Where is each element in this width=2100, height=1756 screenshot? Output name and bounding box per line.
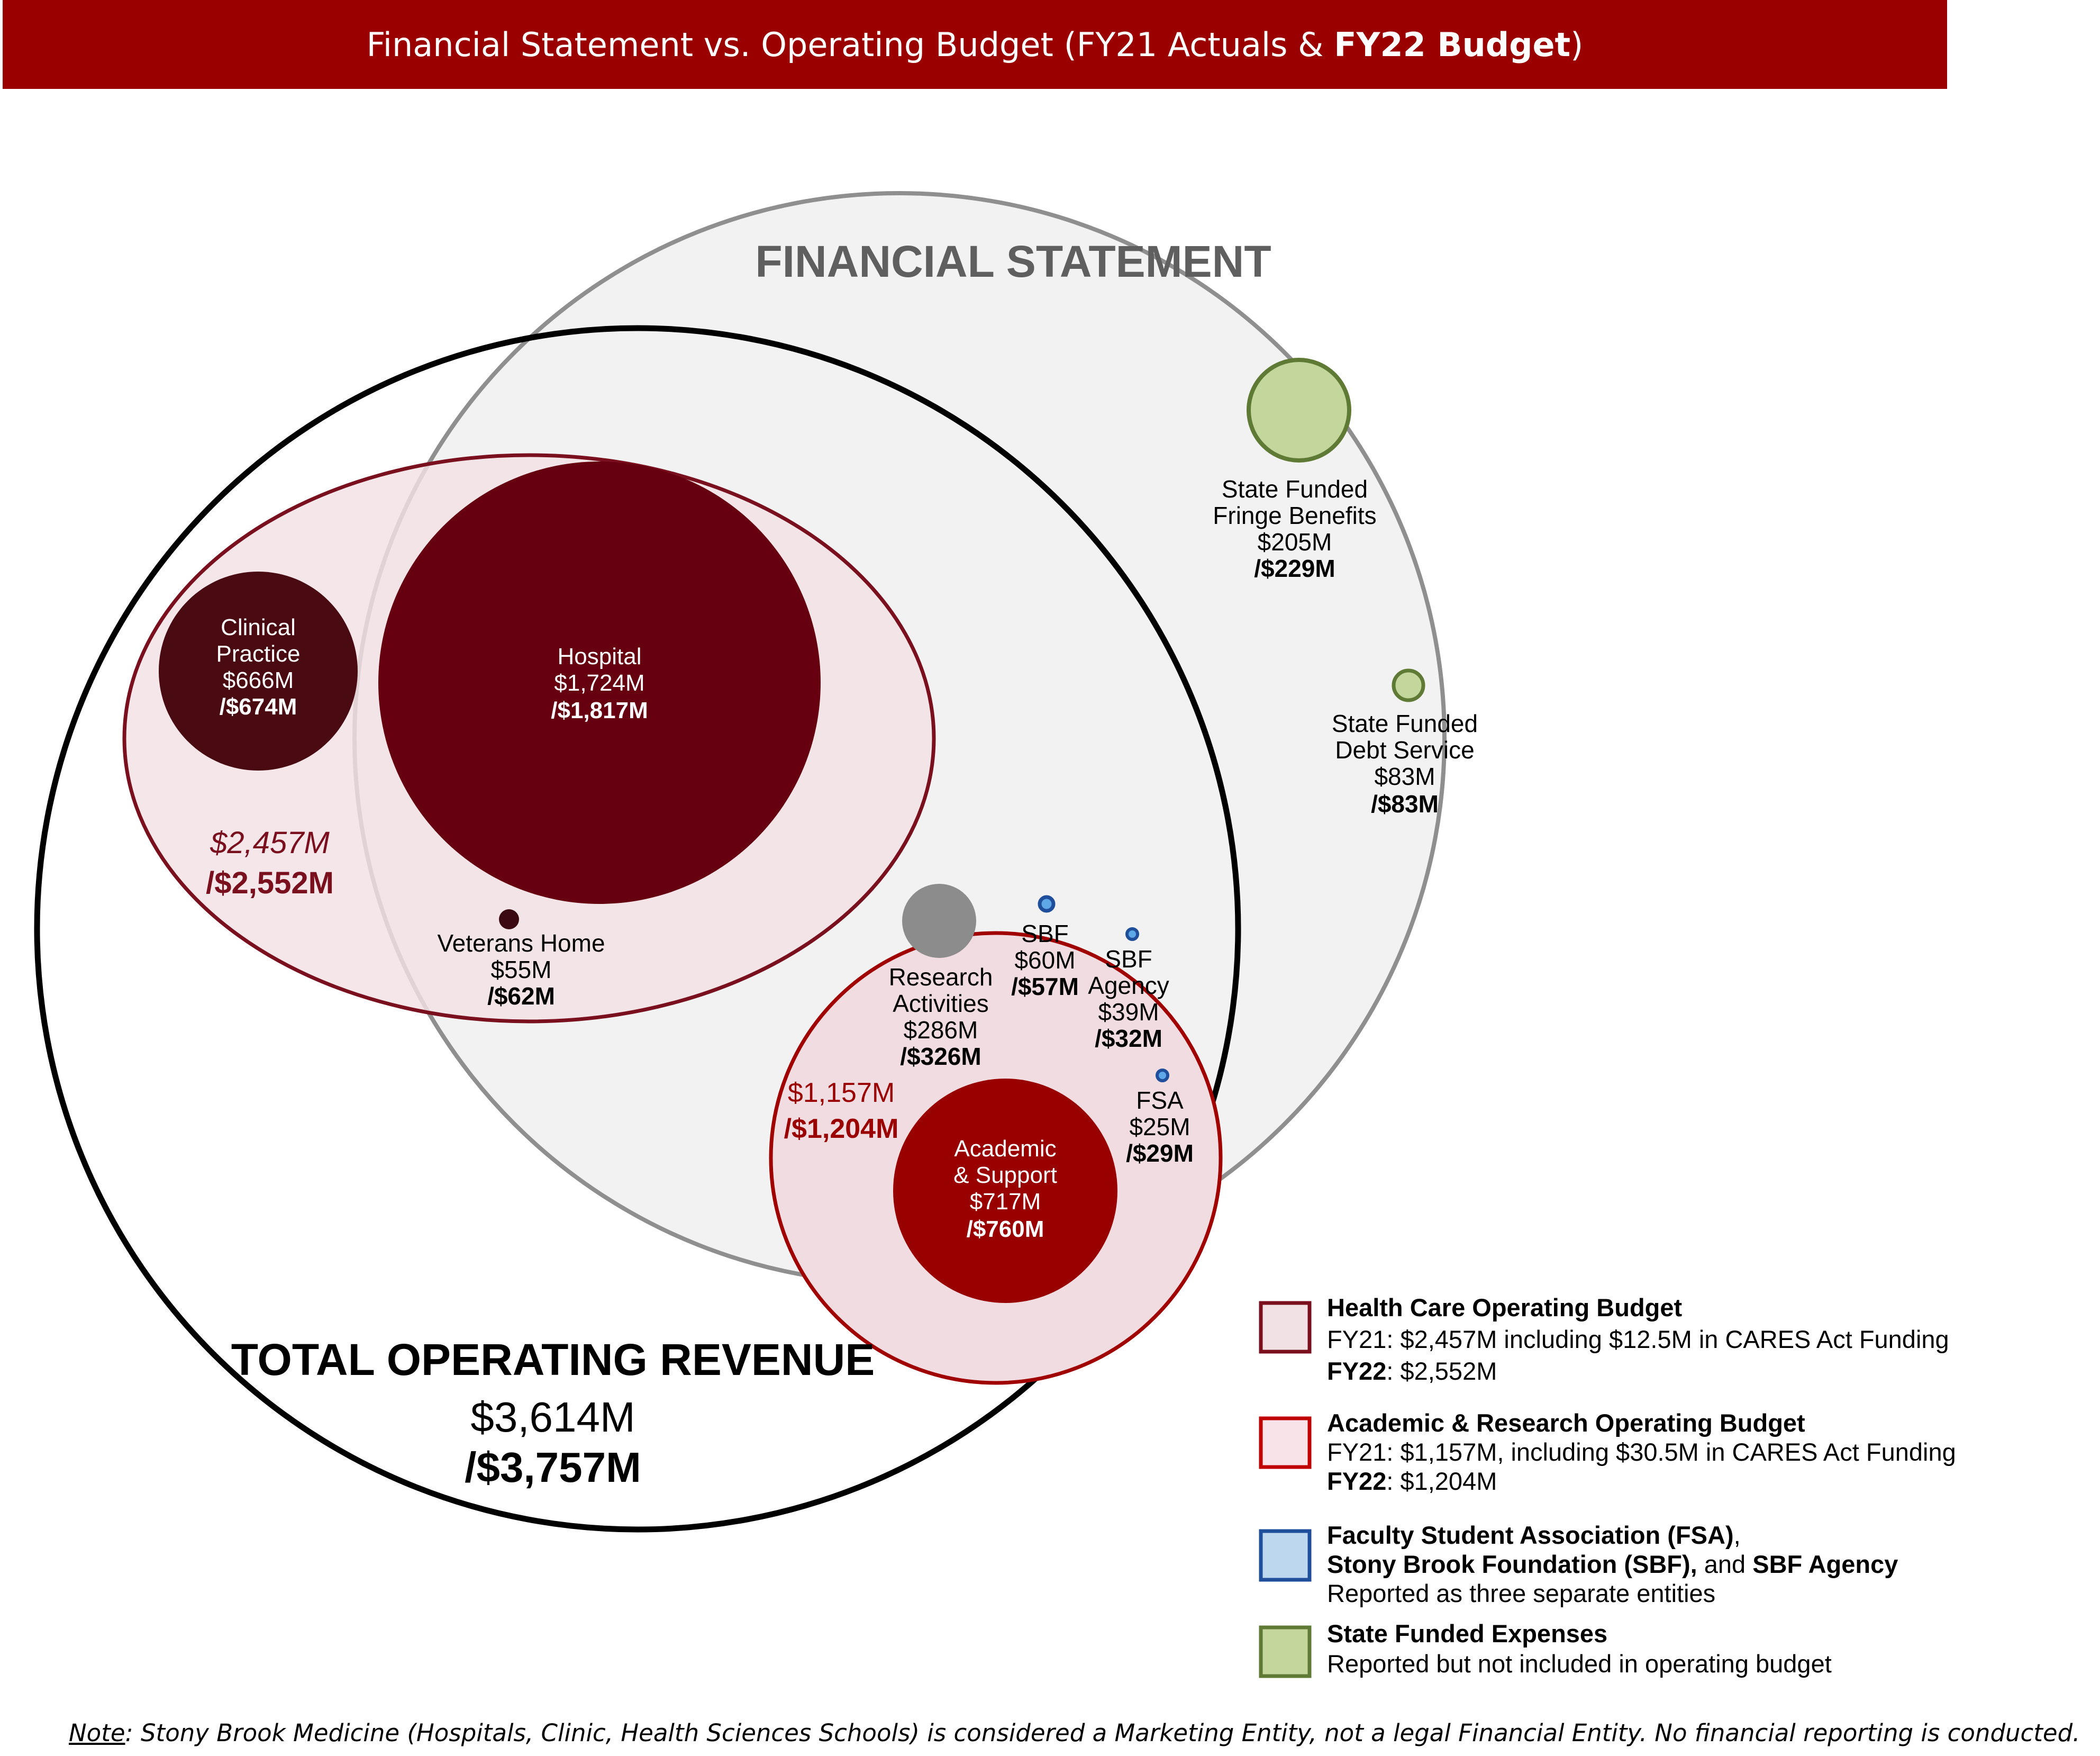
veterans-home-fy21: $55M [490, 956, 551, 983]
legend-health-care-title: Health Care Operating Budget [1327, 1293, 1682, 1321]
academic-support-circle [893, 1079, 1117, 1303]
hospital-label: Hospital $1,724M /$1,817M [551, 644, 648, 723]
legend-academic-research-title: Academic & Research Operating Budget [1327, 1409, 1805, 1437]
fringe-benefits-label: State Funded Fringe Benefits $205M /$229… [1213, 475, 1376, 582]
research-activities-line1: Research [889, 963, 993, 991]
fringe-benefits-fy22: /$229M [1254, 555, 1335, 582]
sbf-line1: SBF [1021, 920, 1068, 947]
sbf-label: SBF $60M /$57M [1011, 920, 1079, 1000]
total-operating-revenue-circle [34, 325, 1241, 1533]
legend-health-care-line1: FY21: $2,457M including $12.5M in CARES … [1327, 1325, 1949, 1353]
veterans-home-label: Veterans Home $55M /$62M [437, 929, 605, 1010]
clinical-practice-line2: Practice [216, 641, 301, 667]
total-operating-revenue-fy22: /$3,757M [465, 1444, 641, 1491]
debt-service-circle [1392, 668, 1425, 702]
header-title-bold: FY22 Budget [1334, 25, 1571, 64]
legend-state-funded-title: State Funded Expenses [1327, 1619, 1607, 1648]
veterans-home-fy22: /$62M [487, 982, 555, 1010]
fringe-benefits-circle [1247, 358, 1351, 463]
fsa-dot [1156, 1069, 1169, 1082]
sbf-agency-fy21: $39M [1098, 998, 1159, 1026]
financial-statement-title: FINANCIAL STATEMENT [755, 237, 1271, 286]
legend-academic-research-fy22-value: : $1,204M [1386, 1467, 1497, 1495]
header-title-prefix: Financial Statement vs. Operating Budget… [366, 25, 1334, 64]
legend-academic-research-fy22-label: FY22 [1327, 1467, 1386, 1495]
legend-state-funded-line1: Reported but not included in operating b… [1327, 1650, 1832, 1678]
fsa-label: FSA $25M /$29M [1126, 1087, 1194, 1167]
legend-entities-fsa: Faculty Student Association (FSA) [1327, 1521, 1734, 1549]
total-operating-revenue-title: TOTAL OPERATING REVENUE [231, 1335, 875, 1384]
legend-entities-line1: Faculty Student Association (FSA), [1327, 1521, 1741, 1549]
sbf-agency-dot [1125, 927, 1139, 941]
academic-research-fy21: $1,157M [788, 1078, 895, 1108]
sbf-agency-line1: SBF [1105, 945, 1152, 973]
sbf-agency-line2: Agency [1088, 972, 1169, 999]
sbf-agency-fy22: /$32M [1095, 1025, 1162, 1052]
research-activities-circle [902, 884, 976, 958]
clinical-practice-label: Clinical Practice $666M /$674M [216, 614, 301, 720]
legend-swatch-entities [1259, 1529, 1312, 1582]
academic-support-line2: & Support [953, 1162, 1057, 1188]
sbf-agency-label: SBF Agency $39M /$32M [1088, 945, 1169, 1052]
academic-support-fy21: $717M [970, 1189, 1041, 1215]
legend-entities-comma: , [1734, 1521, 1741, 1549]
debt-service-fy21: $83M [1374, 763, 1435, 790]
fringe-benefits-line2: Fringe Benefits [1213, 502, 1376, 529]
legend-entities-sbf: Stony Brook Foundation (SBF), [1327, 1550, 1697, 1578]
veterans-home-dot [499, 909, 519, 929]
debt-service-line2: Debt Service [1335, 736, 1474, 764]
academic-research-fy22: /$1,204M [784, 1114, 899, 1144]
health-care-fy21: $2,457M [210, 826, 330, 860]
fsa-line1: FSA [1136, 1087, 1184, 1114]
legend-entities-line2: Stony Brook Foundation (SBF), and SBF Ag… [1327, 1550, 1898, 1578]
legend-academic-research-line2: FY22: $1,204M [1327, 1467, 1497, 1495]
legend-academic-research-line1: FY21: $1,157M, including $30.5M in CARES… [1327, 1438, 1956, 1466]
header-title-suffix: ) [1570, 25, 1584, 64]
fringe-benefits-fy21: $205M [1258, 528, 1332, 556]
hospital-circle [378, 461, 821, 904]
academic-support-fy22: /$760M [967, 1216, 1044, 1242]
research-activities-line2: Activities [893, 990, 988, 1017]
hospital-fy21: $1,724M [554, 670, 644, 696]
veterans-home-line1: Veterans Home [437, 929, 605, 957]
clinical-practice-line1: Clinical [221, 614, 296, 640]
legend-swatch-state-funded [1259, 1625, 1312, 1678]
legend-entities-line3: Reported as three separate entities [1327, 1579, 1715, 1607]
research-activities-fy22: /$326M [900, 1043, 981, 1070]
fsa-fy21: $25M [1129, 1113, 1190, 1141]
legend-swatch-health-care [1259, 1301, 1312, 1354]
debt-service-label: State Funded Debt Service $83M /$83M [1332, 710, 1478, 818]
hospital-fy22: /$1,817M [551, 698, 648, 723]
clinical-practice-fy21: $666M [223, 667, 294, 693]
footnote-text: : Stony Brook Medicine (Hospitals, Clini… [125, 1719, 2080, 1747]
footnote: Note: Stony Brook Medicine (Hospitals, C… [69, 1719, 2080, 1747]
legend-health-care-line2: FY22: $2,552M [1327, 1357, 1497, 1385]
header-title: Financial Statement vs. Operating Budget… [367, 25, 1584, 64]
legend: Health Care Operating Budget FY21: $2,45… [1259, 1293, 1956, 1678]
health-care-fy22: /$2,552M [206, 866, 334, 900]
debt-service-line1: State Funded [1332, 710, 1478, 737]
sbf-fy22: /$57M [1011, 973, 1079, 1000]
clinical-practice-fy22: /$674M [220, 694, 297, 720]
legend-health-care-fy22-label: FY22 [1327, 1357, 1386, 1385]
hospital-line1: Hospital [558, 644, 642, 669]
footnote-label: Note [69, 1719, 125, 1747]
legend-entities-and: and [1697, 1550, 1753, 1578]
legend-health-care-fy22-value: : $2,552M [1386, 1357, 1497, 1385]
sbf-dot [1038, 895, 1056, 913]
clinical-practice-circle [159, 572, 358, 771]
legend-swatch-academic-research [1259, 1416, 1312, 1469]
academic-support-line1: Academic [954, 1136, 1056, 1162]
fringe-benefits-line1: State Funded [1222, 475, 1368, 503]
legend-entities-sbf-agency: SBF Agency [1752, 1550, 1898, 1578]
header-banner: Financial Statement vs. Operating Budget… [3, 0, 1947, 89]
sbf-fy21: $60M [1014, 946, 1075, 974]
debt-service-fy22: /$83M [1371, 790, 1439, 818]
fsa-fy22: /$29M [1126, 1139, 1194, 1167]
total-operating-revenue-fy21: $3,614M [470, 1393, 635, 1441]
academic-support-label: Academic & Support $717M /$760M [953, 1136, 1057, 1242]
research-activities-fy21: $286M [904, 1016, 978, 1044]
research-activities-label: Research Activities $286M /$326M [889, 963, 993, 1070]
